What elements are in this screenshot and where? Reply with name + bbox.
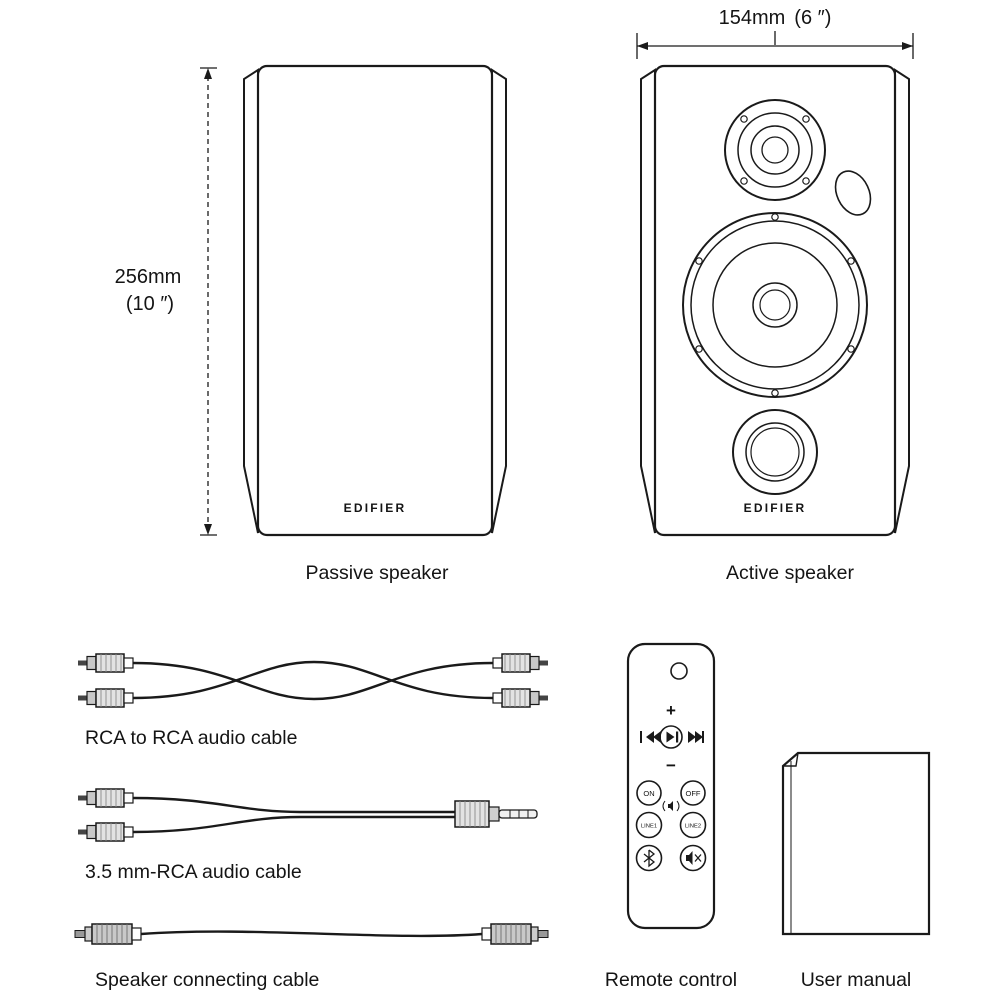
- off-button: OFF: [680, 780, 706, 806]
- height-dimension-inch: (10 ″): [126, 293, 174, 315]
- user-manual-caption: User manual: [801, 969, 912, 991]
- arrow-right-icon: [902, 42, 913, 50]
- bass-port-icon: [732, 409, 818, 495]
- rca-to-rca-cable: [78, 653, 548, 708]
- active-speaker: EDIFIER: [640, 64, 910, 537]
- svg-text:ON: ON: [643, 789, 654, 798]
- cable-wire: [132, 796, 456, 814]
- play-pause-button-icon: [659, 725, 683, 749]
- rca-plug-icon: [78, 788, 134, 808]
- badge-oval: [834, 170, 872, 216]
- speaker-cable-plug-icon: [74, 923, 142, 945]
- rca-plug-icon: [78, 653, 134, 673]
- line2-button: LINE2: [679, 811, 707, 839]
- rca-plug-icon: [492, 653, 548, 673]
- speaker-cable-plug-icon: [481, 923, 549, 945]
- height-dimension-mm: 256mm: [115, 266, 182, 288]
- rca-plug-icon: [78, 822, 134, 842]
- passive-speaker-left-side: [243, 68, 259, 534]
- on-button: ON: [636, 780, 662, 806]
- remote-body: [626, 642, 716, 930]
- speaker-pairing-icon: [662, 800, 680, 812]
- remote-control-caption: Remote control: [605, 969, 737, 991]
- power-button-icon: [670, 662, 688, 680]
- volume-down-button: −: [666, 756, 676, 775]
- svg-text:LINE1: LINE1: [641, 824, 657, 830]
- next-track-icon: [688, 731, 704, 743]
- cable-wire: [132, 660, 494, 700]
- line1-button: LINE1: [635, 811, 663, 839]
- svg-text:LINE2: LINE2: [685, 824, 701, 830]
- cable-wire: [140, 930, 483, 938]
- bluetooth-button-icon: [635, 844, 663, 872]
- manual-fold: [783, 752, 799, 767]
- arrow-left-icon: [637, 42, 648, 50]
- volume-up-button: +: [666, 701, 676, 720]
- svg-text:OFF: OFF: [686, 789, 701, 798]
- width-dimension-label: 154mm(6 ″): [719, 7, 832, 29]
- active-speaker-right-side: [894, 68, 910, 534]
- remote-control: + − ON OFF: [626, 642, 716, 930]
- cable-wire: [132, 661, 494, 701]
- tweeter-icon: [724, 99, 826, 201]
- speaker-connecting-cable: [74, 923, 549, 945]
- speaker-cable-caption: Speaker connecting cable: [95, 969, 319, 991]
- user-manual: [781, 751, 931, 936]
- active-speaker-logo: EDIFIER: [744, 501, 807, 515]
- previous-track-icon: [640, 731, 661, 743]
- rca-plug-icon: [492, 688, 548, 708]
- width-dimension: 154mm(6 ″): [636, 7, 914, 59]
- cable-wire: [132, 815, 456, 834]
- passive-speaker-caption: Passive speaker: [305, 562, 449, 584]
- rca-35-cable-caption: 3.5 mm-RCA audio cable: [85, 861, 302, 883]
- rca-35mm-cable: [78, 788, 538, 842]
- rca-plug-icon: [78, 688, 134, 708]
- active-speaker-caption: Active speaker: [726, 562, 854, 584]
- passive-speaker-front: [256, 64, 494, 537]
- active-speaker-front: [653, 64, 897, 537]
- rca-rca-cable-caption: RCA to RCA audio cable: [85, 727, 297, 749]
- arrow-up-icon: [204, 68, 212, 79]
- woofer-icon: [682, 212, 868, 398]
- passive-speaker: EDIFIER: [243, 64, 507, 537]
- mute-button-icon: [679, 844, 707, 872]
- active-speaker-left-side: [640, 68, 656, 534]
- jack-35mm-icon: [454, 800, 538, 828]
- arrow-down-icon: [204, 524, 212, 535]
- passive-speaker-right-side: [491, 68, 507, 534]
- passive-speaker-logo: EDIFIER: [344, 501, 407, 515]
- manual-cover: [781, 751, 931, 936]
- height-dimension: 256mm (10 ″): [115, 67, 217, 536]
